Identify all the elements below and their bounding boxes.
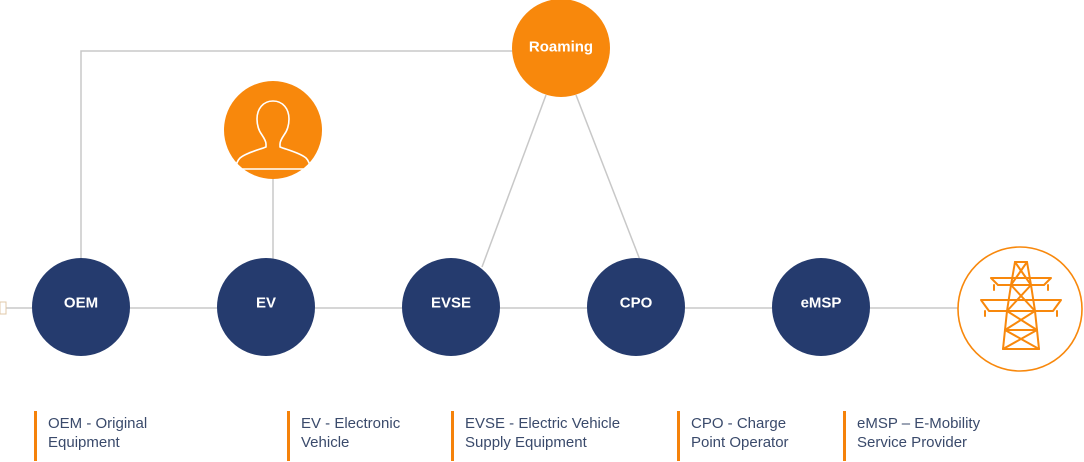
legend-oem-line1: OEM - Original bbox=[48, 415, 148, 432]
cpo-label: CPO bbox=[620, 295, 653, 312]
roaming-label: Roaming bbox=[529, 39, 593, 56]
legend-item-ev: EV - Electronic Vehicle bbox=[287, 411, 400, 461]
oem-node: OEM bbox=[32, 258, 130, 356]
legend-emsp-line2: Service Provider bbox=[857, 434, 968, 451]
cpo-node: CPO bbox=[587, 258, 685, 356]
grid-node bbox=[957, 246, 1083, 372]
legend-ev-line2: Vehicle bbox=[301, 434, 350, 451]
evse-node: EVSE bbox=[402, 258, 500, 356]
user-node bbox=[224, 81, 322, 179]
left-edge-stub bbox=[0, 301, 7, 315]
legend-item-oem: OEM - Original Equipment bbox=[34, 411, 147, 461]
emsp-label: eMSP bbox=[801, 295, 842, 312]
user-silhouette-icon bbox=[235, 100, 311, 170]
legend-evse-line2: Supply Equipment bbox=[465, 434, 587, 451]
emsp-node: eMSP bbox=[772, 258, 870, 356]
legend-item-cpo: CPO - Charge Point Operator bbox=[677, 411, 789, 461]
legend-emsp-line1: eMSP – E-Mobility bbox=[857, 415, 981, 432]
ev-label: EV bbox=[256, 295, 276, 312]
power-pylon-icon bbox=[980, 261, 1062, 350]
evse-label: EVSE bbox=[431, 295, 471, 312]
legend-cpo-line1: CPO - Charge bbox=[691, 415, 787, 432]
ev-node: EV bbox=[217, 258, 315, 356]
roaming-evse-connector bbox=[481, 94, 547, 268]
legend-ev-line1: EV - Electronic bbox=[301, 415, 401, 432]
roaming-node: Roaming bbox=[512, 0, 610, 97]
roaming-cpo-connector bbox=[575, 94, 641, 261]
legend-oem-line2: Equipment bbox=[48, 434, 120, 451]
oem-label: OEM bbox=[64, 295, 98, 312]
legend-evse-line1: EVSE - Electric Vehicle bbox=[465, 415, 621, 432]
legend-item-evse: EVSE - Electric Vehicle Supply Equipment bbox=[451, 411, 620, 461]
legend-cpo-line2: Point Operator bbox=[691, 434, 789, 451]
oem-roaming-connector bbox=[80, 50, 515, 262]
legend-item-emsp: eMSP – E-Mobility Service Provider bbox=[843, 411, 980, 461]
